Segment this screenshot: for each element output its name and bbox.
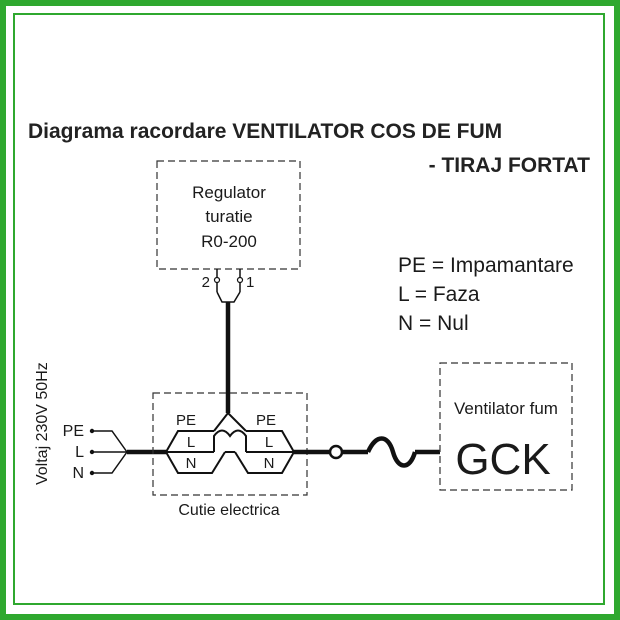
right-l-label: L xyxy=(265,434,273,451)
fan-box-outline xyxy=(439,362,573,491)
flexible-cable xyxy=(365,436,418,468)
junction-box-label: Cutie electrica xyxy=(178,502,279,519)
cable-gland xyxy=(328,444,344,460)
legend-pe: PE = Impamantare xyxy=(398,254,574,277)
inner-frame xyxy=(13,13,605,605)
left-pe-wire xyxy=(165,430,214,453)
regulator-outline xyxy=(156,160,301,270)
center-l-join xyxy=(213,429,247,452)
regulator-label-1: Regulator xyxy=(192,183,266,202)
power-supply: Voltaj 230V 50Hz PE L N xyxy=(34,362,166,485)
junction-box: PE L N PE L N Cutie electrica xyxy=(152,392,308,519)
left-l-label: L xyxy=(187,434,195,451)
fan-brand: GCK xyxy=(455,435,550,484)
left-n-wire xyxy=(165,451,226,474)
terminal-dot-2 xyxy=(213,276,221,284)
supply-l-label: L xyxy=(75,444,84,461)
terminal-dot-1 xyxy=(236,276,244,284)
fan-label: Ventilator fum xyxy=(454,399,558,418)
regulator-label-2: turatie xyxy=(205,207,252,226)
right-n-label: N xyxy=(264,455,275,472)
right-pe-wire xyxy=(246,430,295,453)
supply-pe-label: PE xyxy=(63,423,84,440)
title-line-2: - TIRAJ FORTAT xyxy=(429,154,591,177)
regulator-box: Regulator turatie R0-200 2 1 xyxy=(156,160,301,303)
left-n-label: N xyxy=(186,455,197,472)
terminal-label-2: 2 xyxy=(202,274,210,291)
regulator-label-3: R0-200 xyxy=(201,232,257,251)
legend-l: L = Faza xyxy=(398,283,480,306)
right-n-wire xyxy=(234,451,295,474)
legend-n: N = Nul xyxy=(398,312,469,335)
terminal-merge xyxy=(216,291,241,303)
voltage-label: Voltaj 230V 50Hz xyxy=(34,362,51,485)
junction-box-outline xyxy=(152,392,308,496)
supply-n-wire xyxy=(92,451,128,474)
fan-box: Ventilator fum GCK xyxy=(439,362,573,491)
title-line-1: Diagrama racordare VENTILATOR COS DE FUM xyxy=(28,120,502,143)
right-pe-label: PE xyxy=(256,412,276,429)
supply-pe-wire xyxy=(92,430,128,453)
supply-n-label: N xyxy=(72,465,84,482)
center-pe-join xyxy=(213,411,247,432)
left-pe-label: PE xyxy=(176,412,196,429)
terminal-label-1: 1 xyxy=(246,274,254,291)
